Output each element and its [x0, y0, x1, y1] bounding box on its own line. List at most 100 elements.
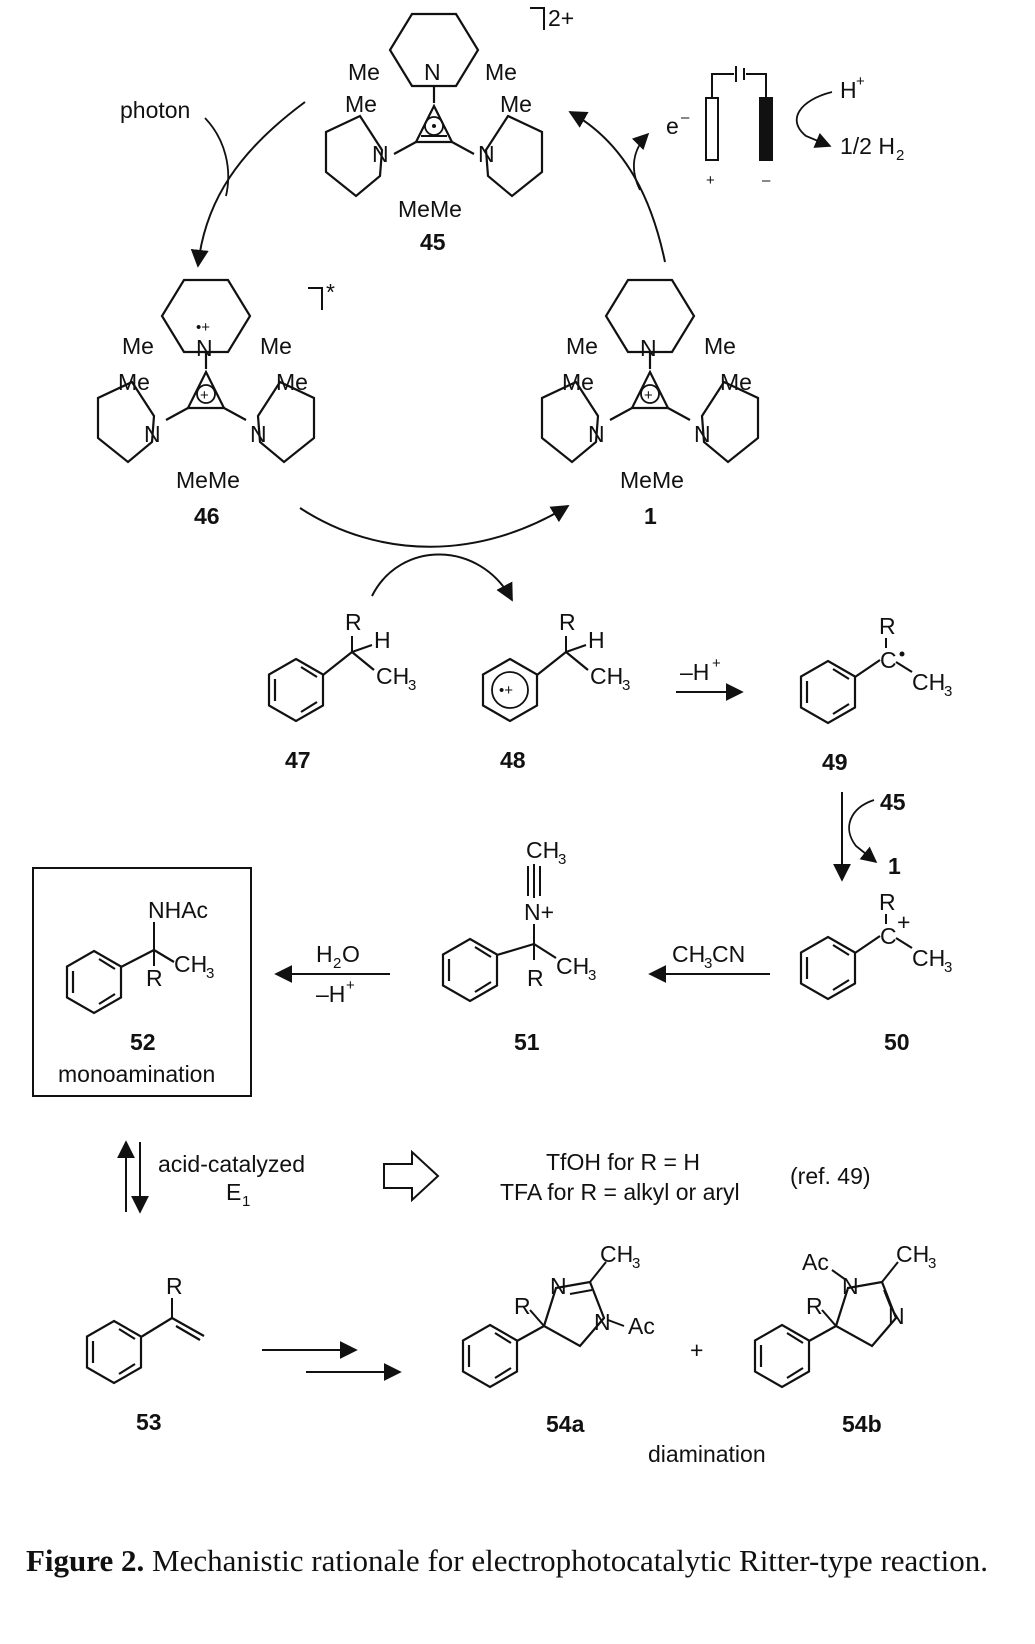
- compound-number: 46: [194, 503, 220, 529]
- atom-plus: +: [644, 387, 653, 404]
- atom-ch3-sub: 3: [558, 851, 566, 868]
- photon-wiggle: [204, 117, 230, 197]
- compound-number: 52: [130, 1029, 156, 1055]
- compound-54b: N N CH 3 Ac R 54b: [753, 1241, 936, 1437]
- deprotonation-label-2: –H: [316, 981, 345, 1007]
- compound-51: CH 3 N+ R CH 3 51: [441, 837, 596, 1055]
- compound-52: NHAc R CH 3 52 monoamination: [32, 867, 252, 1097]
- atom-n: N: [640, 335, 657, 361]
- tfa-label: TFA for R = alkyl or aryl: [500, 1179, 740, 1205]
- compound-number: 54b: [842, 1411, 882, 1437]
- reference-label: (ref. 49): [790, 1163, 871, 1189]
- arrow-substrate: [371, 553, 513, 602]
- plus-sign: +: [690, 1337, 703, 1363]
- atom-c: C: [880, 923, 897, 949]
- deprotonation-label: –H: [680, 659, 709, 685]
- compound-number: 48: [500, 747, 526, 773]
- atom-me: Me: [118, 369, 150, 395]
- compound-number: 45: [420, 229, 446, 255]
- compound-number: 1: [644, 503, 657, 529]
- anode-sign: +: [706, 172, 715, 189]
- atom-ch3: CH: [896, 1241, 929, 1267]
- atom-meme: MeMe: [176, 467, 240, 493]
- water-label: H: [316, 941, 333, 967]
- caption-text: Mechanistic rationale for electrophotoca…: [144, 1543, 989, 1578]
- atom-n: N: [424, 59, 441, 85]
- atom-r: R: [514, 1293, 531, 1319]
- acetonitrile-label-2: CN: [712, 941, 745, 967]
- atom-n: N: [588, 421, 605, 447]
- atom-ch3: CH: [912, 945, 945, 971]
- compound-47: R H CH 3 47: [267, 609, 416, 773]
- atom-ch3: CH: [526, 837, 559, 863]
- atom-h: H: [374, 627, 391, 653]
- e1-label: E: [226, 1179, 241, 1205]
- compound-1: + N N N Me Me Me Me MeMe 1: [540, 278, 760, 529]
- atom-me: Me: [345, 91, 377, 117]
- compound-number: 53: [136, 1409, 162, 1435]
- charge-label: *: [326, 279, 335, 305]
- water-sub: 2: [333, 955, 341, 972]
- compound-number: 50: [884, 1029, 910, 1055]
- compound-number: 51: [514, 1029, 540, 1055]
- atom-me: Me: [566, 333, 598, 359]
- atom-me: Me: [348, 59, 380, 85]
- atom-n: N: [594, 1309, 611, 1335]
- atom-me: Me: [720, 369, 752, 395]
- product-1: 1: [888, 853, 901, 879]
- atom-ch3: CH: [556, 953, 589, 979]
- atom-me: Me: [704, 333, 736, 359]
- electron-sup: –: [681, 109, 690, 126]
- atom-r: R: [806, 1293, 823, 1319]
- atom-me: Me: [500, 91, 532, 117]
- atom-c: C: [880, 647, 897, 673]
- compound-45: N N N Me Me Me Me MeMe 45 2+: [324, 5, 574, 255]
- hydrogen-sub: 2: [896, 147, 904, 164]
- atom-n: N: [144, 421, 161, 447]
- atom-ch3: CH: [376, 663, 409, 689]
- caption-label: Figure 2.: [26, 1543, 145, 1578]
- atom-meme: MeMe: [398, 196, 462, 222]
- atom-n: N: [842, 1273, 859, 1299]
- compound-53: R 53: [85, 1273, 205, 1435]
- compound-number: 47: [285, 747, 311, 773]
- atom-r: R: [146, 965, 163, 991]
- arrow-electron: [631, 132, 650, 191]
- diamination-label: diamination: [648, 1441, 766, 1467]
- atom-n: N: [888, 1303, 905, 1329]
- arrow-oxidation: [568, 111, 666, 263]
- atom-ch3-sub: 3: [588, 967, 596, 984]
- electrochemical-cell: + – H + 1/2 H 2: [705, 66, 904, 189]
- compound-49: R C CH 3 49: [799, 613, 952, 775]
- atom-ch3: CH: [174, 951, 207, 977]
- atom-h: H: [588, 627, 605, 653]
- atom-ch3-sub: 3: [944, 959, 952, 976]
- atom-ch3-sub: 3: [632, 1255, 640, 1272]
- radical-cation: •+: [196, 319, 210, 336]
- atom-me: Me: [562, 369, 594, 395]
- atom-meme: MeMe: [620, 467, 684, 493]
- compound-54a: N N CH 3 Ac R 54a: [461, 1241, 655, 1437]
- atom-plus: +: [200, 387, 209, 404]
- reaction-scheme: N N N Me Me Me Me MeMe 45 2+ + N •+ N N …: [32, 5, 952, 1467]
- reagent-45: 45: [880, 789, 906, 815]
- atom-ch3: CH: [590, 663, 623, 689]
- atom-ch3-sub: 3: [622, 677, 630, 694]
- compound-50: R C + CH 3 50: [799, 889, 952, 1055]
- compound-48: •+ R H CH 3 48: [481, 609, 630, 773]
- arrow-catalyst-turnover: [848, 799, 878, 864]
- acetonitrile-sub: 3: [704, 955, 712, 972]
- atom-plus: +: [897, 909, 910, 935]
- atom-me: Me: [122, 333, 154, 359]
- deprotonation-sup: +: [712, 655, 721, 672]
- atom-nhac: NHAc: [148, 897, 208, 923]
- open-arrow: [383, 1149, 440, 1203]
- atom-n: N: [196, 335, 213, 361]
- radical-cation: •+: [499, 682, 513, 699]
- charge-label: 2+: [548, 5, 574, 31]
- arrow-photon: [190, 101, 306, 268]
- water-label-2: O: [342, 941, 360, 967]
- atom-ch3-sub: 3: [928, 1255, 936, 1272]
- figure-caption: Figure 2. Mechanistic rationale for elec…: [26, 1542, 1006, 1580]
- atom-ch3-sub: 3: [944, 683, 952, 700]
